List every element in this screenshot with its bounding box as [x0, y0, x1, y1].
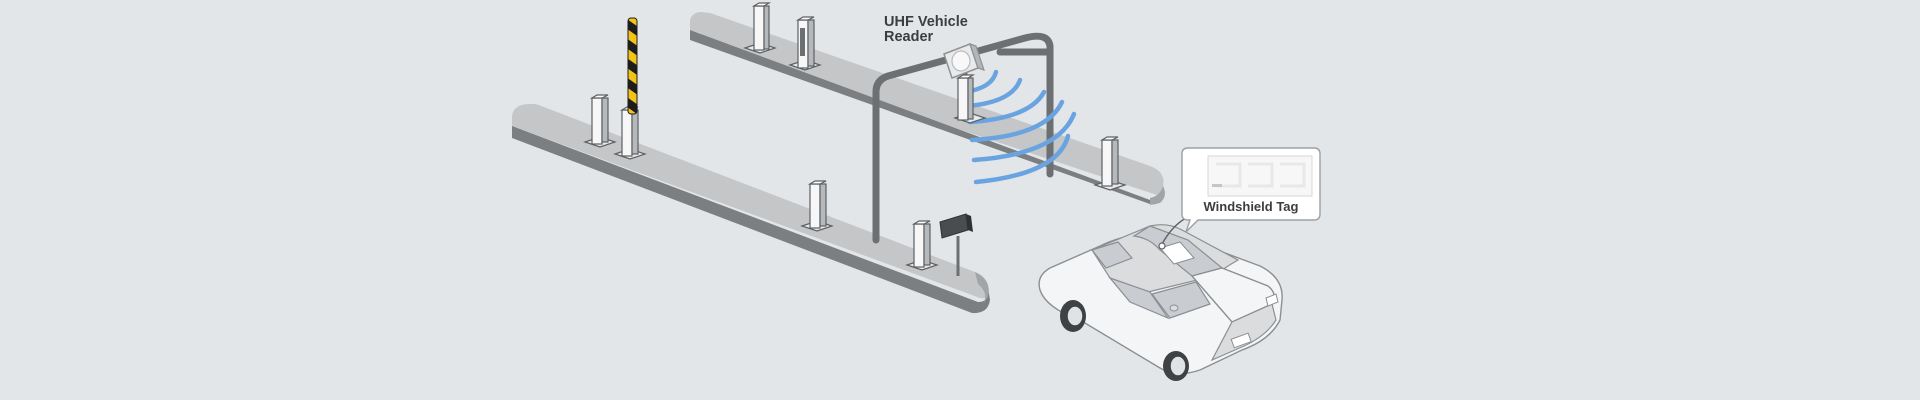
windshield-tag-label: Windshield Tag	[1204, 199, 1299, 214]
front-traffic-island	[512, 104, 990, 314]
car-wheel-front	[1163, 351, 1189, 381]
reader-label-line2: Reader	[884, 29, 934, 45]
bollard-icon	[583, 2, 1127, 271]
bollard-front-3	[800, 180, 834, 232]
bollard-front-4	[905, 220, 939, 271]
windshield-tag-callout: Windshield Tag	[1158, 147, 1321, 250]
windshield-tag-icon	[1207, 155, 1313, 197]
bollard-back-4	[1093, 136, 1127, 191]
bollard-front-1	[583, 94, 617, 148]
reader-label: UHF Vehicle Reader	[884, 14, 968, 45]
bollard-back-3	[953, 74, 987, 124]
sign-post-icon	[939, 213, 973, 276]
car-icon	[1038, 224, 1283, 381]
bollard-back-1	[743, 2, 777, 54]
barrier-gate-icon	[627, 17, 638, 115]
reader-label-line1: UHF Vehicle	[884, 14, 968, 30]
bollard-back-2-ticket	[788, 16, 822, 71]
car-wheel-rear	[1060, 300, 1086, 332]
